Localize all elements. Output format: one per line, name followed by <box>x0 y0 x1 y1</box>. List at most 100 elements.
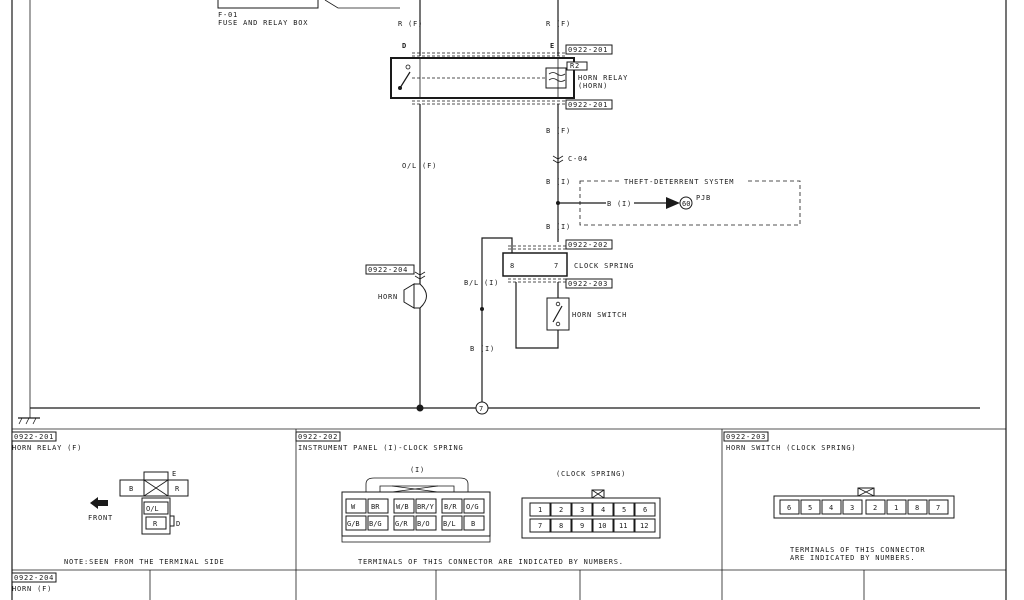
wire-label-ol: O/L (F) <box>402 162 437 170</box>
panel-0922-203: 0922-203 HORN SWITCH (CLOCK SPRING) 6 5 … <box>723 431 955 562</box>
clock-spring-name: CLOCK SPRING <box>574 262 634 270</box>
ground-node-number: 7 <box>479 405 483 413</box>
svg-text:W: W <box>351 503 356 511</box>
panel-201-code: 0922-201 <box>14 433 54 441</box>
svg-text:4: 4 <box>601 506 605 514</box>
panel-202-title: INSTRUMENT PANEL (I)-CLOCK SPRING <box>298 444 463 452</box>
wire-bl <box>481 237 513 408</box>
wire-horn-switch-return <box>515 282 559 349</box>
wire-label-b-i-1: B (I) <box>546 178 571 186</box>
svg-text:8: 8 <box>559 522 563 530</box>
svg-text:G/B: G/B <box>347 520 360 528</box>
panel-202-left-label: (I) <box>410 466 425 474</box>
svg-text:7: 7 <box>538 522 542 530</box>
panel-202-code: 0922-202 <box>298 433 338 441</box>
connector-c04-mark <box>552 155 564 164</box>
panel-201-terminal-d: D <box>176 520 181 528</box>
panel-203-code: 0922-203 <box>726 433 766 441</box>
svg-text:W/B: W/B <box>396 503 409 511</box>
fuse-box-name: FUSE AND RELAY BOX <box>218 19 308 27</box>
panel-202-left-bottom-row: G/B B/G G/R B/O B/L B <box>345 515 485 531</box>
connector-tag-204 <box>365 264 415 275</box>
fuse-box-lead <box>324 0 400 9</box>
theft-title: THEFT-DETERRENT SYSTEM <box>624 178 734 186</box>
horn-relay: R2 HORN RELAY (HORN) <box>390 57 628 99</box>
svg-text:1: 1 <box>894 504 898 512</box>
panel-201-cell-b: B <box>129 485 133 493</box>
relay-name: HORN RELAY <box>578 74 628 82</box>
svg-text:B/O: B/O <box>417 520 430 528</box>
theft-pjb: PJB <box>696 194 711 202</box>
junction-bl <box>480 307 484 311</box>
wire-label-b-i-3: B (I) <box>546 223 571 231</box>
panel-0922-201: 0922-201 HORN RELAY (F) E B R O/L R D FR… <box>11 431 224 566</box>
clock-spring-pin-8: 8 <box>510 262 514 270</box>
connector-tag-201-bottom <box>565 99 613 110</box>
horn: 0922-204 HORN <box>365 264 427 309</box>
svg-text:2: 2 <box>873 504 877 512</box>
svg-text:BR/Y: BR/Y <box>417 503 435 511</box>
terminal-e-label: E <box>550 42 555 50</box>
ground-bus: 7 <box>18 401 980 425</box>
svg-text:12: 12 <box>640 522 648 530</box>
wire-label-b-f: B (F) <box>546 127 571 135</box>
svg-text:9: 9 <box>580 522 584 530</box>
panel-203-note-2: ARE INDICATED BY NUMBERS. <box>790 554 915 562</box>
ground-junction <box>416 404 424 412</box>
horn-icon <box>403 283 415 309</box>
connector-c04-label: C-04 <box>568 155 588 163</box>
svg-text:B/L: B/L <box>443 520 456 528</box>
panel-203-note-1: TERMINALS OF THIS CONNECTOR <box>790 546 925 554</box>
panel-201-cell-r1: R <box>175 485 180 493</box>
fuse-box-outline <box>217 0 319 9</box>
panel-204-code: 0922-204 <box>14 574 54 582</box>
svg-text:8: 8 <box>915 504 919 512</box>
clock-spring: 8 7 CLOCK SPRING <box>502 252 634 277</box>
relay-ref: R2 <box>570 62 580 70</box>
theft-deterrent-system: THEFT-DETERRENT SYSTEM B (I) 60 PJB <box>558 177 801 226</box>
connector-label-201-top: 0922-201 <box>568 46 608 54</box>
relay-contact <box>399 71 411 89</box>
front-arrow-icon <box>90 497 108 509</box>
connector-0922-203: 0922-203 <box>508 278 613 289</box>
wire-label-r-left: R (F) <box>398 20 423 28</box>
relay-ref-tag <box>566 61 588 71</box>
svg-text:2: 2 <box>559 506 563 514</box>
svg-text:7: 7 <box>936 504 940 512</box>
fuse-relay-box: F-01 FUSE AND RELAY BOX <box>217 0 400 27</box>
fuse-box-id: F-01 <box>218 11 238 19</box>
connector-label-204: 0922-204 <box>368 266 408 274</box>
panel-202-right-bottom-row: 7 8 9 10 11 12 <box>529 518 656 533</box>
svg-text:B: B <box>471 520 475 528</box>
panel-0922-202: 0922-202 INSTRUMENT PANEL (I)-CLOCK SPRI… <box>295 431 661 566</box>
panel-202-note: TERMINALS OF THIS CONNECTOR ARE INDICATE… <box>358 558 624 566</box>
wire-label-bl: B/L (I) <box>464 279 499 287</box>
horn-switch-contact <box>552 305 563 323</box>
panel-201-note: NOTE:SEEN FROM THE TERMINAL SIDE <box>64 558 224 566</box>
clock-spring-pin-7: 7 <box>554 262 558 270</box>
wire-label-r-right: R (F) <box>546 20 571 28</box>
terminal-d-label: D <box>402 42 407 50</box>
connector-tag-202 <box>565 239 613 250</box>
theft-node-circle <box>679 196 693 210</box>
panel-201-terminal-e: E <box>172 470 177 478</box>
connector-label-202: 0922-202 <box>568 241 608 249</box>
connector-tag-203 <box>565 278 613 289</box>
clock-spring-box <box>502 252 568 277</box>
svg-text:B/R: B/R <box>444 503 457 511</box>
panel-201-cell-r2: R <box>153 520 158 528</box>
svg-text:6: 6 <box>787 504 791 512</box>
relay-sub: (HORN) <box>578 82 608 90</box>
horn-name: HORN <box>378 293 398 301</box>
horn-switch: HORN SWITCH <box>546 297 626 331</box>
svg-text:5: 5 <box>808 504 812 512</box>
svg-text:B/G: B/G <box>369 520 382 528</box>
connector-label-201-bottom: 0922-201 <box>568 101 608 109</box>
panel-203-cells: 6 5 4 3 2 1 8 7 <box>779 499 949 515</box>
svg-text:BR: BR <box>371 503 380 511</box>
svg-text:5: 5 <box>622 506 626 514</box>
wire-label-b-i-2: B (I) <box>607 200 632 208</box>
panel-202-right-label: (CLOCK SPRING) <box>556 470 626 478</box>
svg-text:O/G: O/G <box>466 503 479 511</box>
